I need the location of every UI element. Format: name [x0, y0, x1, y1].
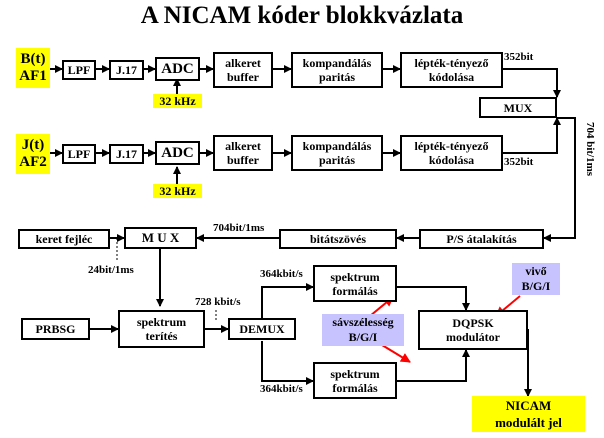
line-mux-ps: [545, 117, 576, 239]
rate-label-364-bottom: 364kbit/s: [260, 383, 303, 395]
adc-block-1: ADC: [155, 57, 200, 81]
shape-block-1: spektrum formálás: [313, 265, 397, 302]
mux-block-1: MUX: [479, 97, 557, 118]
frame-header-block: keret fejléc: [18, 229, 110, 249]
interleave-block: bitátszövés: [279, 229, 397, 249]
spread-block: spektrum terítés: [118, 310, 205, 348]
compand-block-2: kompandálás paritás: [291, 135, 383, 171]
arrow-scale1-mux: [503, 68, 561, 98]
clock-label-1: 32 kHz: [153, 94, 202, 108]
input-ch1: B(t) AF1: [16, 48, 50, 88]
compand-block-1: kompandálás paritás: [291, 52, 383, 88]
rate-label-352-2: 352bit: [504, 156, 534, 168]
arrow-scale2-mux: [503, 117, 561, 154]
scale-block-1: lépték-tényező kódolása: [400, 52, 503, 88]
buffer-block-1: alkeret buffer: [213, 52, 273, 88]
j17-block-2: J.17: [109, 144, 144, 164]
dqpsk-block: DQPSK modulátor: [418, 310, 528, 350]
arrow-bandwidth-shape2: [381, 344, 411, 363]
rate-label-704: 704bit/1ms: [213, 222, 265, 234]
arrow-demux-shape2: [261, 341, 314, 385]
page-title: A NICAM kóder blokkvázlata: [140, 2, 464, 29]
clock-label-2: 32 kHz: [153, 184, 202, 198]
rate-label-24: 24bit/1ms: [88, 264, 134, 276]
rate-label-352-1: 352bit: [504, 51, 534, 63]
carrier-annotation: vivő B/G/I: [512, 263, 560, 295]
prbsg-block: PRBSG: [21, 318, 90, 340]
lpf-block-1: LPF: [62, 60, 96, 80]
lpf-block-2: LPF: [62, 144, 96, 164]
adc-block-2: ADC: [155, 141, 200, 165]
rate-label-728: 728 kbit/s: [195, 296, 241, 308]
shape-block-2: spektrum formálás: [313, 362, 397, 399]
rate-label-704-vertical: 704 bit/1ms: [584, 122, 596, 177]
buffer-block-2: alkeret buffer: [213, 135, 273, 171]
scale-block-2: lépték-tényező kódolása: [400, 135, 503, 171]
demux-block: DEMUX: [228, 318, 296, 340]
bandwidth-annotation: sávszélesség B/G/I: [322, 314, 404, 346]
ps-block: P/S átalakítás: [419, 229, 544, 249]
input-ch2: J(t) AF2: [16, 134, 50, 174]
arrow-shape1-dqpsk: [397, 286, 470, 311]
j17-block-1: J.17: [109, 60, 144, 80]
output-label: NICAM modulált jel: [472, 396, 585, 432]
arrow-shape2-dqpsk: [397, 349, 470, 382]
mux-block-2: M U X: [124, 227, 197, 249]
arrow-demux-shape1: [261, 283, 314, 318]
rate-label-364-top: 364kbit/s: [260, 268, 303, 280]
